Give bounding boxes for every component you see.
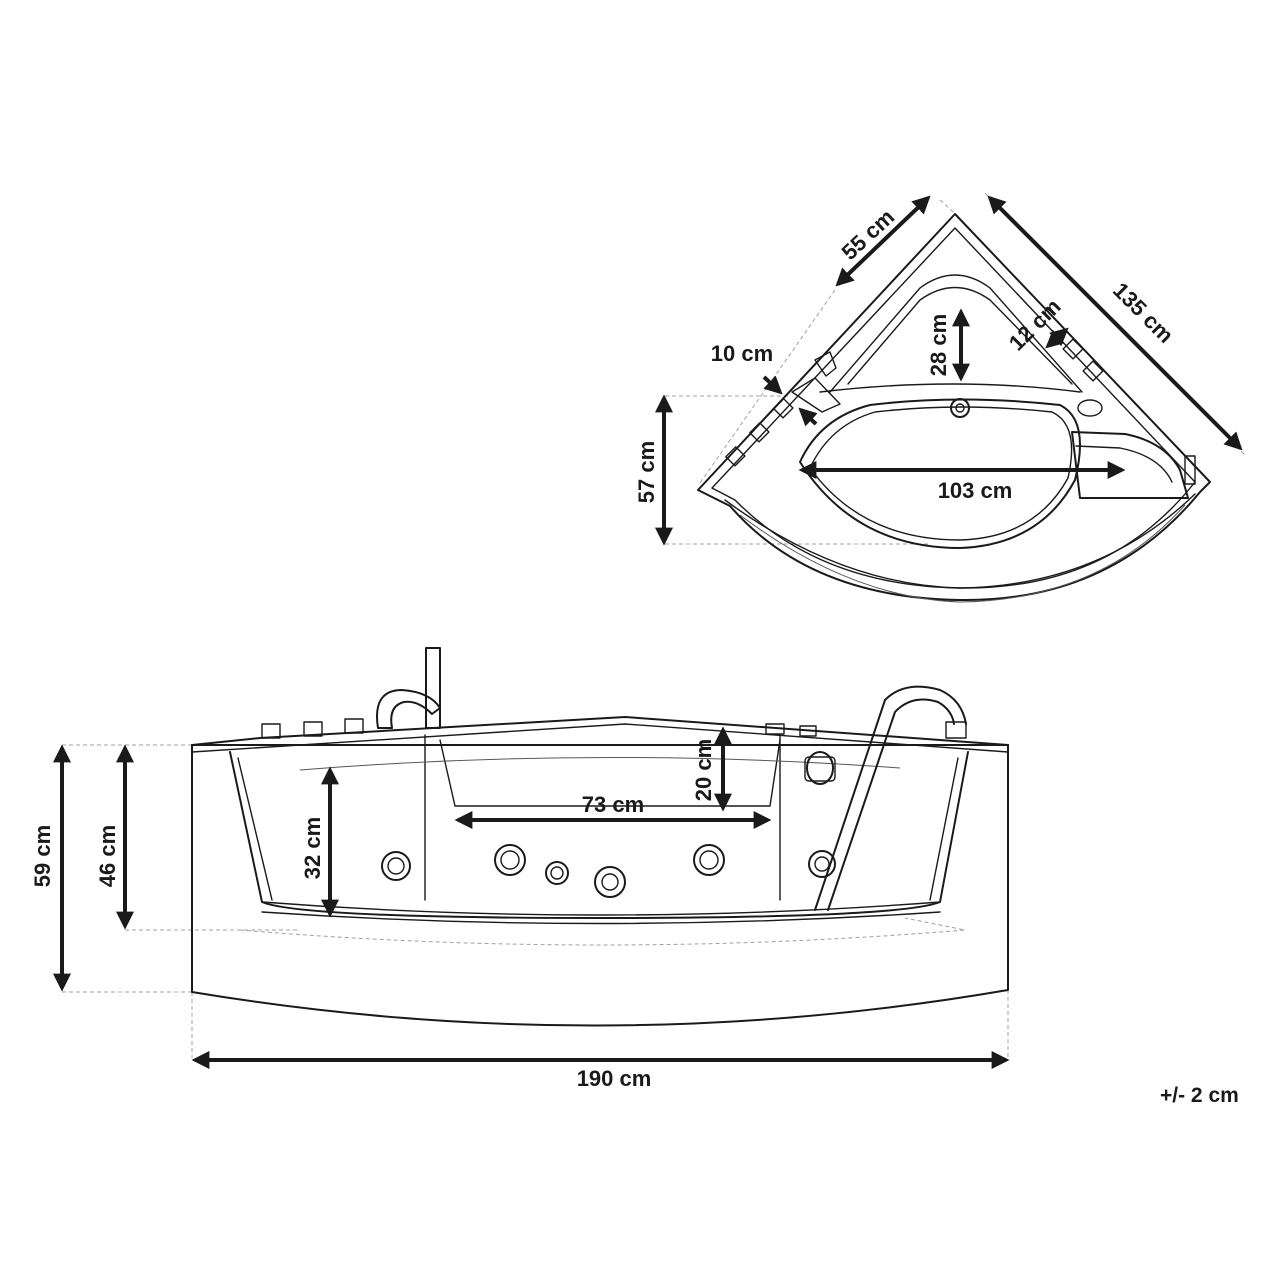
top-view: 55 cm 135 cm 28 cm 12 cm 10 cm 57 cm 103…	[634, 192, 1246, 603]
label-103cm: 103 cm	[938, 478, 1013, 503]
label-28cm: 28 cm	[926, 314, 951, 376]
drain-icon	[950, 398, 970, 418]
label-20cm: 20 cm	[691, 739, 716, 801]
dim-arrow-12	[1045, 327, 1069, 349]
dim-arrow-135	[987, 195, 1243, 451]
dim-arrow-10-b	[798, 407, 818, 427]
tolerance-note: +/- 2 cm	[1160, 1084, 1239, 1107]
top-basin	[799, 398, 1081, 549]
label-73cm: 73 cm	[582, 792, 644, 817]
pillow-icon	[804, 751, 836, 785]
label-59cm: 59 cm	[30, 825, 55, 887]
dim-arrow-10-a	[762, 375, 783, 395]
top-outer-shell	[697, 213, 1211, 602]
front-outer-body	[191, 744, 1009, 1027]
dim-arrow-55	[835, 195, 931, 287]
label-10cm: 10 cm	[711, 341, 773, 366]
faucet-icon	[376, 647, 441, 729]
label-32cm: 32 cm	[300, 817, 325, 879]
deck-controls-icon	[725, 351, 841, 467]
shower-hose-icon	[814, 685, 967, 911]
front-glass-panel	[229, 751, 969, 919]
label-190cm: 190 cm	[577, 1066, 652, 1091]
label-46cm: 46 cm	[95, 825, 120, 887]
jets-icon	[381, 844, 836, 898]
front-view: 59 cm 46 cm 32 cm 20 cm 73 cm 190 cm	[30, 647, 1010, 1091]
deck-controls-icon	[261, 718, 817, 739]
label-135cm: 135 cm	[1108, 277, 1178, 347]
label-57cm: 57 cm	[634, 441, 659, 503]
